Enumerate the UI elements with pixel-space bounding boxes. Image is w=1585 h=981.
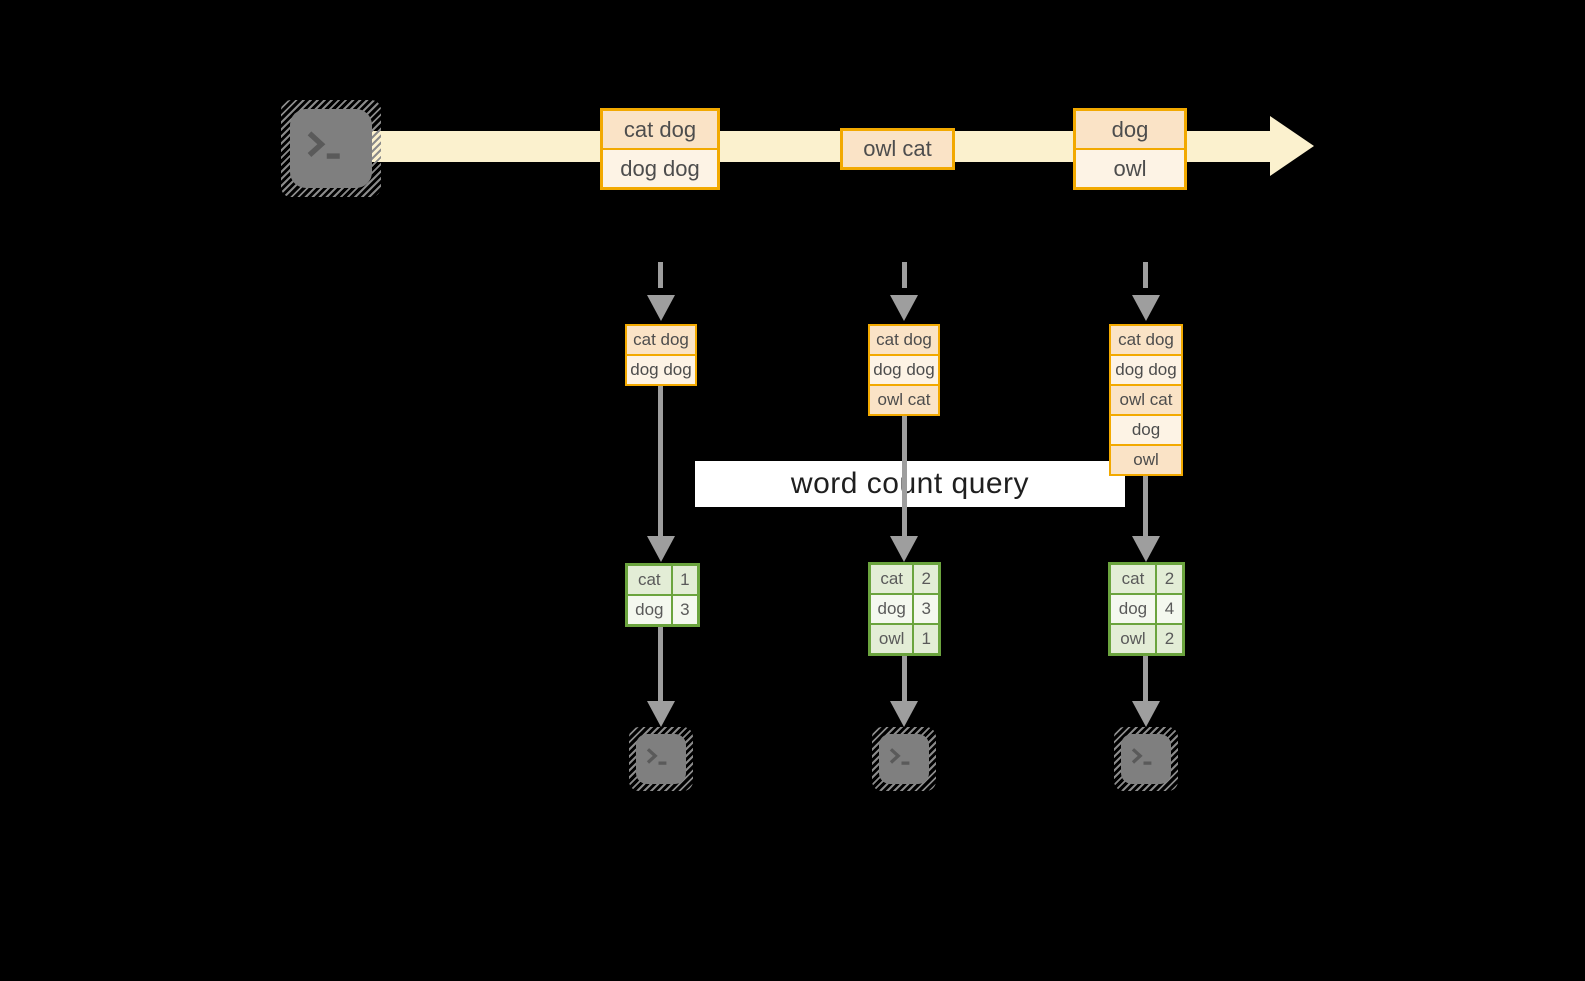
micro-batch-2: cat dog dog dog owl cat [868,324,940,416]
count-value-cell: 4 [1156,595,1182,623]
batch-row: dog dog [1111,354,1181,384]
batch-row: owl [1111,444,1181,474]
arrowhead [890,701,918,727]
arrowhead [647,536,675,562]
arrowhead [1132,701,1160,727]
event-row: dog dog [603,148,717,187]
arrowhead [1132,536,1160,562]
count-word-cell: owl [871,625,913,653]
event-row: dog [1076,111,1184,148]
dashed-arrow-line [902,262,907,288]
dashed-arrow-line [658,262,663,288]
count-table-3: cat 2 dog 4 owl 2 [1108,562,1185,656]
terminal-icon-body [636,734,686,784]
terminal-icon-body [879,734,929,784]
arrow-line [902,654,907,703]
query-label-band: word count query [695,461,1125,507]
batch-row: owl cat [1111,384,1181,414]
count-value-cell: 2 [1156,625,1182,653]
arrow-line [658,625,663,703]
event-row: owl cat [843,131,952,167]
count-word-cell: dog [628,596,671,624]
stream-event-3: dog owl [1073,108,1187,190]
terminal-prompt-icon [1131,748,1152,765]
stream-arrowhead [1270,116,1314,176]
terminal-prompt-icon [307,131,340,159]
count-value-cell: 1 [914,625,938,653]
stream-event-1: cat dog dog dog [600,108,720,190]
batch-row: dog dog [870,354,938,384]
count-word-cell: cat [1111,565,1155,593]
terminal-prompt-icon [889,748,910,765]
micro-batch-3: cat dog dog dog owl cat dog owl [1109,324,1183,476]
count-word-cell: dog [871,595,913,623]
arrowhead [890,536,918,562]
count-value-cell: 3 [672,596,697,624]
dashed-arrowhead [647,295,675,321]
terminal-sink-icon-3 [1114,727,1178,791]
count-value-cell: 2 [914,565,938,593]
event-row: owl [1076,148,1184,187]
batch-row: owl cat [870,384,938,414]
count-table-1: cat 1 dog 3 [625,563,700,627]
batch-row: dog dog [627,354,695,384]
arrow-line [658,384,663,538]
batch-row: cat dog [870,326,938,354]
count-word-cell: owl [1111,625,1155,653]
terminal-sink-icon-1 [629,727,693,791]
terminal-icon-body [290,109,372,188]
event-row: cat dog [603,111,717,148]
dashed-arrowhead [890,295,918,321]
terminal-icon-body [1121,734,1171,784]
arrow-line [1143,654,1148,703]
count-word-cell: cat [628,566,671,594]
terminal-source-icon [281,100,381,197]
batch-row: dog [1111,414,1181,444]
batch-row: cat dog [1111,326,1181,354]
arrow-line [1143,474,1148,538]
terminal-prompt-icon [646,748,667,765]
query-label: word count query [790,467,1030,500]
stream-event-2: owl cat [840,128,955,170]
count-value-cell: 2 [1156,565,1182,593]
count-value-cell: 1 [672,566,697,594]
count-word-cell: cat [871,565,913,593]
batch-row: cat dog [627,326,695,354]
count-value-cell: 3 [914,595,938,623]
micro-batch-1: cat dog dog dog [625,324,697,386]
arrow-line [902,414,907,538]
count-word-cell: dog [1111,595,1155,623]
terminal-sink-icon-2 [872,727,936,791]
count-table-2: cat 2 dog 3 owl 1 [868,562,941,656]
dashed-arrowhead [1132,295,1160,321]
dashed-arrow-line [1143,262,1148,288]
arrowhead [647,701,675,727]
